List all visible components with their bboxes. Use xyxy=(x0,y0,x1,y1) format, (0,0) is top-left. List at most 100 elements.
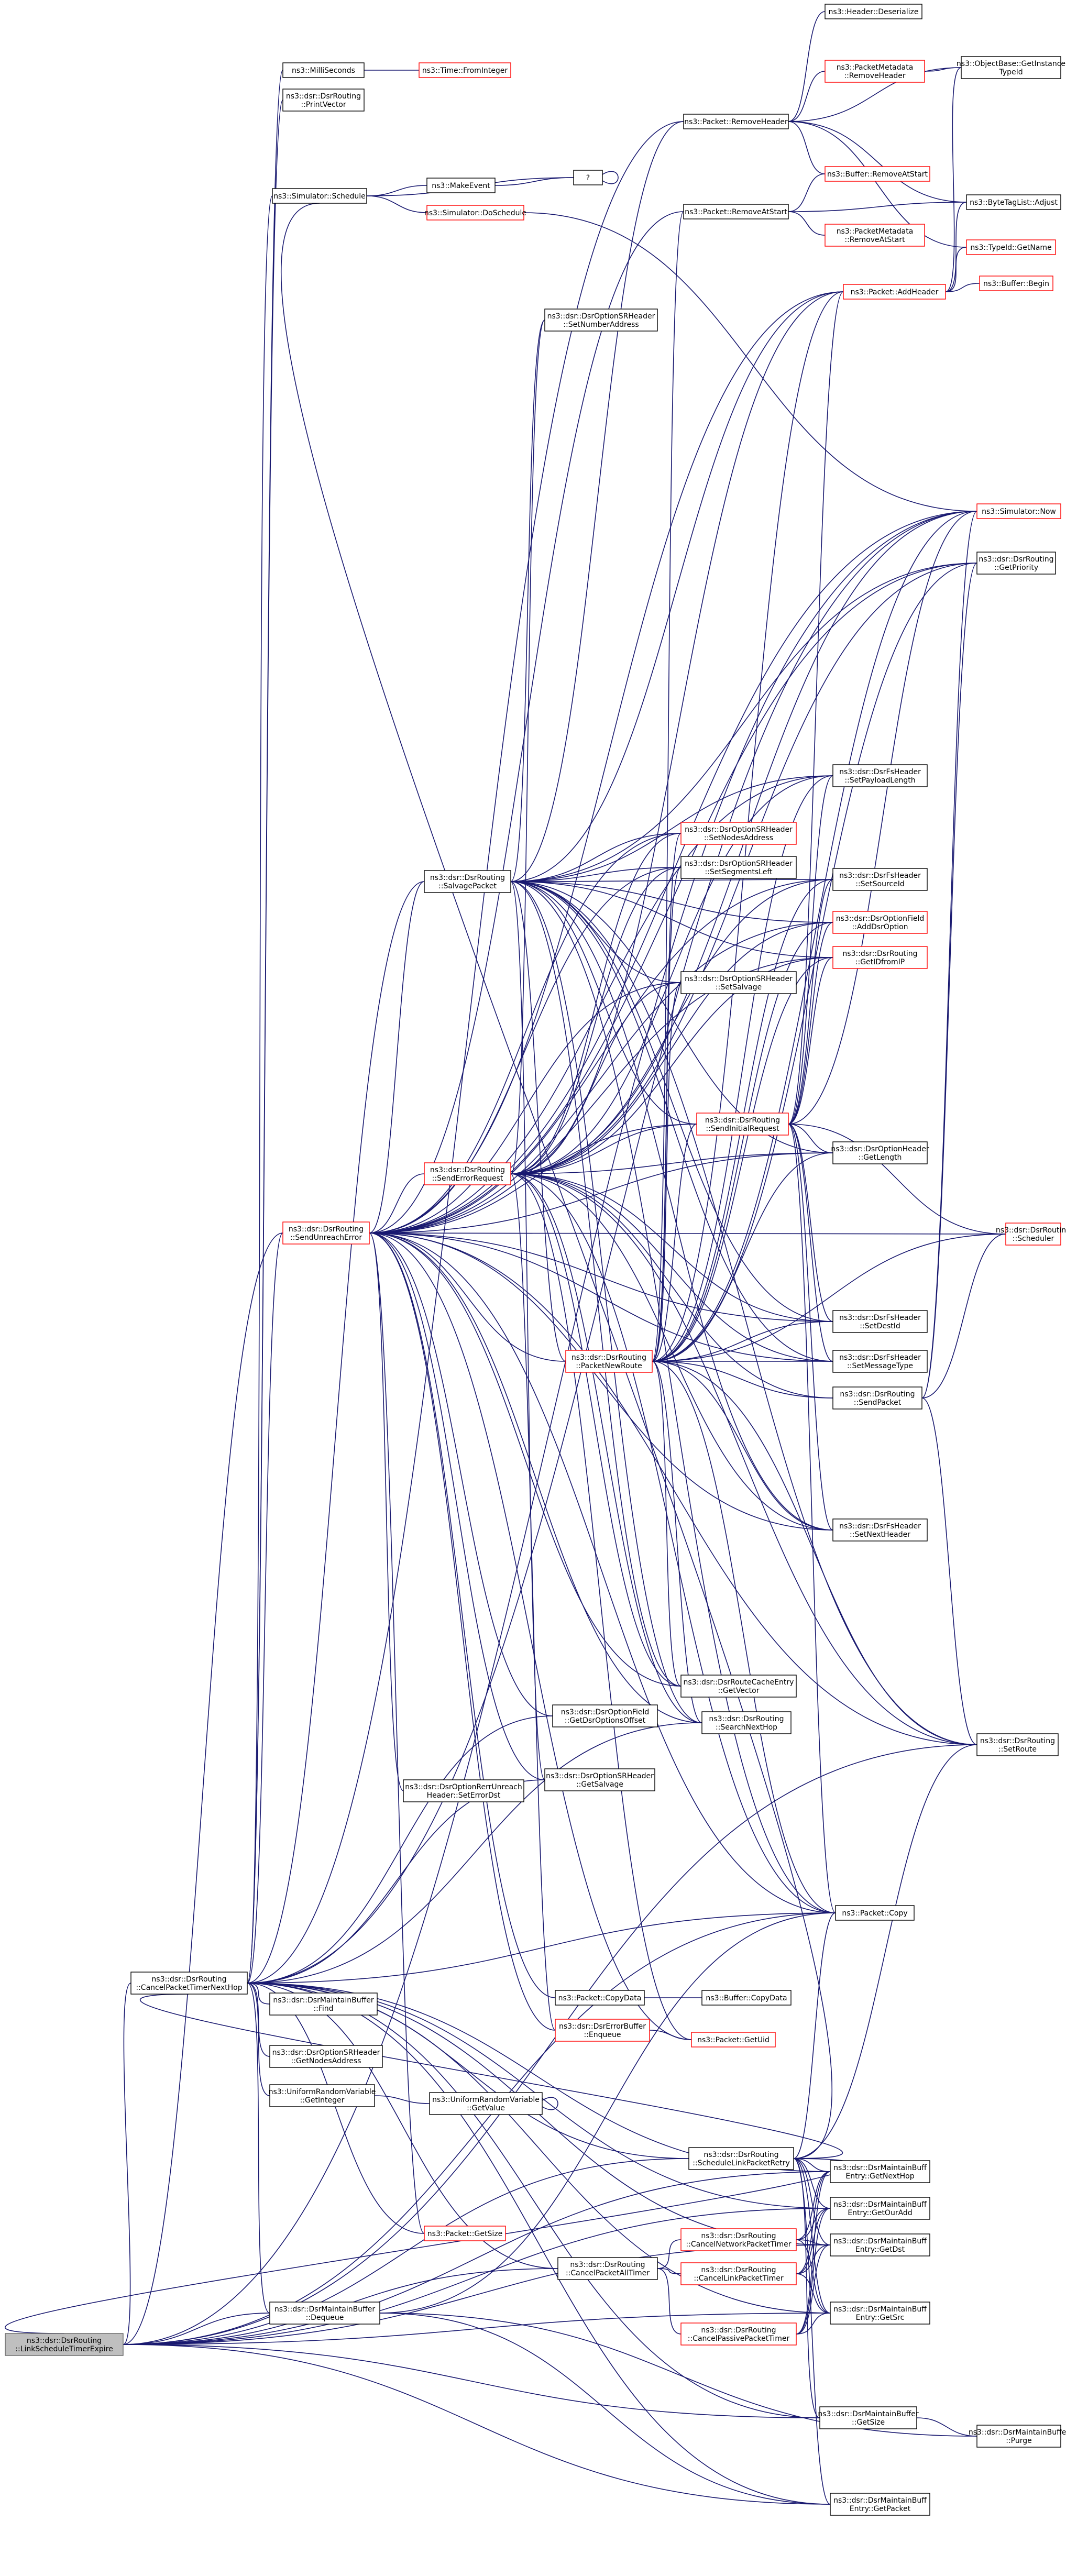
call-edge-cancel-all-timer-to-cancel-network-timer xyxy=(657,2239,682,2269)
node-type-id-get-name[interactable]: ns3::TypeId::GetName xyxy=(966,239,1056,255)
node-remove-header[interactable]: ns3::Packet::RemoveHeader xyxy=(683,114,789,129)
node-get-idfrom-ip[interactable]: ns3::dsr::DsrRouting::GetIDfromIP xyxy=(832,946,928,969)
node-sched-link-packet-retry[interactable]: ns3::dsr::DsrRouting::ScheduleLinkPacket… xyxy=(688,2147,794,2170)
node-add-dsr-option[interactable]: ns3::dsr::DsrOptionField::AddDsrOption xyxy=(832,911,928,934)
call-edge-packet-new-route-to-set-next-header xyxy=(652,1361,833,1531)
node-label: ns3::dsr::DsrRouting xyxy=(705,1116,780,1125)
call-edge-packet-new-route-to-send-packet xyxy=(652,1361,833,1399)
node-do-schedule[interactable]: ns3::Simulator::DoSchedule xyxy=(424,205,526,221)
node-maint-find[interactable]: ns3::dsr::DsrMaintainBuffer::Find xyxy=(269,1992,378,2016)
node-hdr-deserialize[interactable]: ns3::Header::Deserialize xyxy=(825,4,922,19)
node-print-vector[interactable]: ns3::dsr::DsrRouting::PrintVector xyxy=(282,89,365,112)
node-sim-now[interactable]: ns3::Simulator::Now xyxy=(976,503,1061,519)
node-set-error-dst[interactable]: ns3::dsr::DsrOptionRerrUnreachHeader::Se… xyxy=(403,1779,524,1802)
node-packet-get-size[interactable]: ns3::Packet::GetSize xyxy=(424,2226,506,2241)
call-edge-salvage-packet-to-search-next-hop xyxy=(510,881,702,1723)
node-root[interactable]: ns3::dsr::DsrRouting::LinkScheduleTimerE… xyxy=(5,2333,124,2356)
call-edge-send-initial-request-to-add-dsr-option xyxy=(788,922,833,1125)
node-send-initial-request[interactable]: ns3::dsr::DsrRouting::SendInitialRequest xyxy=(696,1113,789,1136)
node-get-integer[interactable]: ns3::UniformRandomVariable::GetInteger xyxy=(269,2084,376,2107)
node-buf-copy-data[interactable]: ns3::Buffer::CopyData xyxy=(701,1990,792,2006)
node-get-salvage[interactable]: ns3::dsr::DsrOptionSRHeader::GetSalvage xyxy=(544,1768,655,1791)
node-label: ::SendPacket xyxy=(854,1399,902,1407)
node-box xyxy=(680,2322,797,2346)
node-set-number-address[interactable]: ns3::dsr::DsrOptionSRHeader::SetNumberAd… xyxy=(544,309,658,332)
node-set-source-id[interactable]: ns3::dsr::DsrFsHeader::SetSourceId xyxy=(832,868,928,891)
node-get-length[interactable]: ns3::dsr::DsrOptionHeader::GetLength xyxy=(831,1141,929,1164)
call-edge-sched-link-packet-retry-to-entry-get-our-add xyxy=(793,2158,831,2209)
call-edge-root-to-send-unreach-error xyxy=(123,1232,283,2345)
node-salvage-packet[interactable]: ns3::dsr::DsrRouting::SalvagePacket xyxy=(424,870,511,893)
call-edge-send-initial-request-to-set-payload-length xyxy=(788,775,833,1125)
call-edge-cancel-link-timer-to-entry-get-dst xyxy=(796,2244,831,2274)
node-buf-remove-at-start[interactable]: ns3::Buffer::RemoveAtStart xyxy=(825,166,930,182)
node-label: ns3::Packet::CopyData xyxy=(558,1994,642,2002)
node-scheduler[interactable]: ns3::dsr::DsrRouting::Scheduler xyxy=(996,1223,1066,1246)
node-cancel-all-timer[interactable]: ns3::dsr::DsrRouting::CancelPacketAllTim… xyxy=(557,2257,658,2280)
node-remove-at-start[interactable]: ns3::Packet::RemoveAtStart xyxy=(683,204,789,219)
node-q[interactable]: ? xyxy=(573,170,603,185)
node-entry-get-our-add[interactable]: ns3::dsr::DsrMaintainBuffEntry::GetOurAd… xyxy=(830,2197,930,2220)
node-get-vector[interactable]: ns3::dsr::DsrRouteCacheEntry::GetVector xyxy=(680,1675,797,1698)
node-pm-remove-at-start[interactable]: ns3::PacketMetadata::RemoveAtStart xyxy=(825,224,925,247)
node-maint-get-size[interactable]: ns3::dsr::DsrMaintainBuffer::GetSize xyxy=(818,2406,919,2429)
node-set-message-type[interactable]: ns3::dsr::DsrFsHeader::SetMessageType xyxy=(832,1350,928,1373)
node-label: ns3::dsr::DsrRouting xyxy=(430,874,505,882)
node-set-next-header[interactable]: ns3::dsr::DsrFsHeader::SetNextHeader xyxy=(832,1518,928,1542)
node-from-integer[interactable]: ns3::Time::FromInteger xyxy=(419,62,511,78)
node-label: ::LinkScheduleTimerExpire xyxy=(15,2345,113,2353)
node-buf-begin[interactable]: ns3::Buffer::Begin xyxy=(979,276,1053,291)
node-get-value[interactable]: ns3::UniformRandomVariable::GetValue xyxy=(429,2092,543,2115)
node-maint-dequeue[interactable]: ns3::dsr::DsrMaintainBuffer::Dequeue xyxy=(269,2302,380,2325)
node-box xyxy=(552,1704,658,1727)
node-packet-new-route[interactable]: ns3::dsr::DsrRouting::PacketNewRoute xyxy=(565,1350,653,1373)
call-edge-root-to-packet-copy xyxy=(123,1912,836,2345)
node-add-header[interactable]: ns3::Packet::AddHeader xyxy=(843,284,946,300)
node-cancel-network-timer[interactable]: ns3::dsr::DsrRouting::CancelNetworkPacke… xyxy=(680,2228,797,2251)
call-edge-remove-at-start-to-buf-remove-at-start xyxy=(788,173,826,212)
node-set-nodes-address[interactable]: ns3::dsr::DsrOptionSRHeader::SetNodesAdd… xyxy=(680,822,797,845)
node-box xyxy=(688,2147,794,2170)
node-maint-purge[interactable]: ns3::dsr::DsrMaintainBuffer::Purge xyxy=(969,2425,1066,2448)
node-byte-tag-adjust[interactable]: ns3::ByteTagList::Adjust xyxy=(966,194,1061,210)
node-packet-copy[interactable]: ns3::Packet::Copy xyxy=(835,1905,915,1921)
node-cancel-next-hop[interactable]: ns3::dsr::DsrRouting::CancelPacketTimerN… xyxy=(130,1972,248,1995)
call-edge-root-to-cancel-next-hop xyxy=(123,1983,131,2345)
node-box xyxy=(555,2019,650,2042)
node-search-next-hop[interactable]: ns3::dsr::DsrRouting::SearchNextHop xyxy=(701,1711,792,1734)
node-set-salvage[interactable]: ns3::dsr::DsrOptionSRHeader::SetSalvage xyxy=(680,971,797,994)
node-send-packet[interactable]: ns3::dsr::DsrRouting::SendPacket xyxy=(832,1386,922,1410)
call-edge-salvage-packet-to-packet-new-route xyxy=(510,881,566,1362)
call-edge-cancel-next-hop-to-sim-now xyxy=(247,511,977,1984)
node-make-event[interactable]: ns3::MakeEvent xyxy=(426,178,496,193)
node-label: ::AddDsrOption xyxy=(852,923,908,931)
call-edge-sched-link-packet-retry-to-packet-copy xyxy=(793,1912,836,2159)
node-cancel-link-timer[interactable]: ns3::dsr::DsrRouting::CancelLinkPacketTi… xyxy=(680,2262,797,2285)
node-set-dest-id[interactable]: ns3::dsr::DsrFsHeader::SetDestId xyxy=(832,1310,928,1333)
node-set-route[interactable]: ns3::dsr::DsrRouting::SetRoute xyxy=(976,1733,1059,1756)
node-set-payload-length[interactable]: ns3::dsr::DsrFsHeader::SetPayloadLength xyxy=(832,764,928,787)
node-send-unreach-error[interactable]: ns3::dsr::DsrRouting::SendUnreachError xyxy=(282,1221,370,1245)
call-edge-send-packet-to-scheduler xyxy=(921,1234,1006,1399)
node-entry-get-next-hop[interactable]: ns3::dsr::DsrMaintainBuffEntry::GetNextH… xyxy=(830,2160,930,2183)
node-sim-schedule[interactable]: ns3::Simulator::Schedule xyxy=(272,188,367,204)
node-entry-get-packet[interactable]: ns3::dsr::DsrMaintainBuffEntry::GetPacke… xyxy=(830,2493,930,2516)
node-get-priority[interactable]: ns3::dsr::DsrRouting::GetPriority xyxy=(976,552,1056,575)
node-label: ns3::dsr::DsrOptionSRHeader xyxy=(685,825,793,834)
node-box xyxy=(680,856,797,879)
node-send-error-request[interactable]: ns3::dsr::DsrRouting::SendErrorRequest xyxy=(424,1162,511,1185)
node-label: ns3::dsr::DsrRouting xyxy=(996,1226,1066,1235)
call-edge-salvage-packet-to-set-segments-left xyxy=(510,867,682,882)
node-cancel-passive-timer[interactable]: ns3::dsr::DsrRouting::CancelPassivePacke… xyxy=(680,2322,797,2346)
node-get-uid[interactable]: ns3::Packet::GetUid xyxy=(691,2032,776,2047)
node-milli-seconds[interactable]: ns3::MilliSeconds xyxy=(282,62,365,78)
node-pm-remove-header[interactable]: ns3::PacketMetadata::RemoveHeader xyxy=(825,60,925,83)
node-packet-copy-data[interactable]: ns3::Packet::CopyData xyxy=(555,1990,645,2006)
node-get-dsr-options-offset[interactable]: ns3::dsr::DsrOptionField::GetDsrOptionsO… xyxy=(552,1704,658,1727)
node-err-enqueue[interactable]: ns3::dsr::DsrErrorBuffer::Enqueue xyxy=(555,2019,650,2042)
node-set-segments-left[interactable]: ns3::dsr::DsrOptionSRHeader::SetSegments… xyxy=(680,856,797,879)
node-get-nodes-address[interactable]: ns3::dsr::DsrOptionSRHeader::GetNodesAdd… xyxy=(269,2045,383,2068)
